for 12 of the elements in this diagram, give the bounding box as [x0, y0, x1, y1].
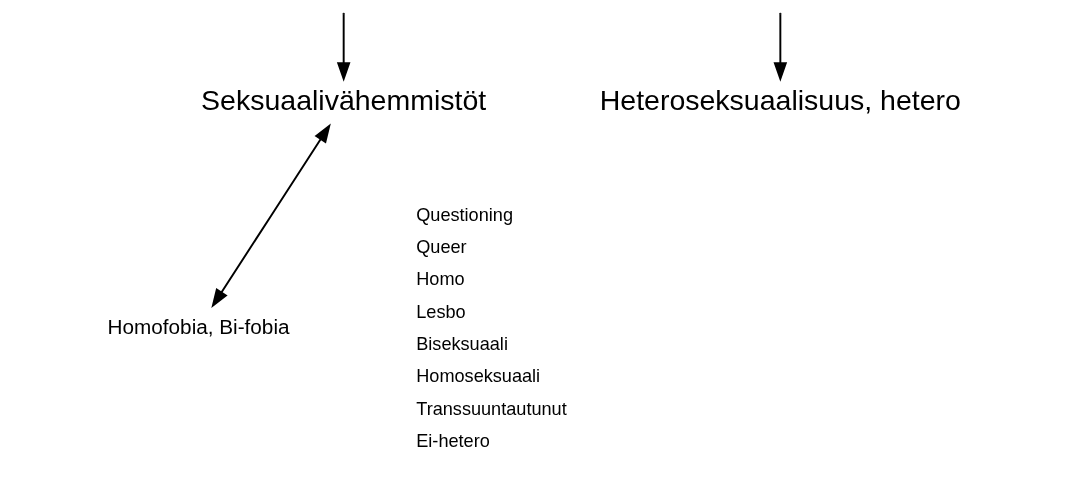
label: Ei-hetero: [416, 431, 490, 452]
node-text: Heteroseksuaalisuus, hetero: [599, 83, 961, 116]
label: Homo: [416, 269, 465, 290]
arrow: [211, 123, 331, 309]
label: Queer: [416, 236, 467, 257]
label: Homoseksuaali: [416, 366, 541, 387]
label: Biseksuaali: [416, 334, 508, 355]
label: Questioning: [416, 204, 513, 225]
node-text: Homofobia, Bi-fobia: [107, 315, 290, 338]
node-text: Seksuaalivähemmistöt: [201, 83, 487, 116]
label: Transsuuntautunut: [416, 398, 567, 419]
label: Lesbo: [416, 301, 466, 322]
